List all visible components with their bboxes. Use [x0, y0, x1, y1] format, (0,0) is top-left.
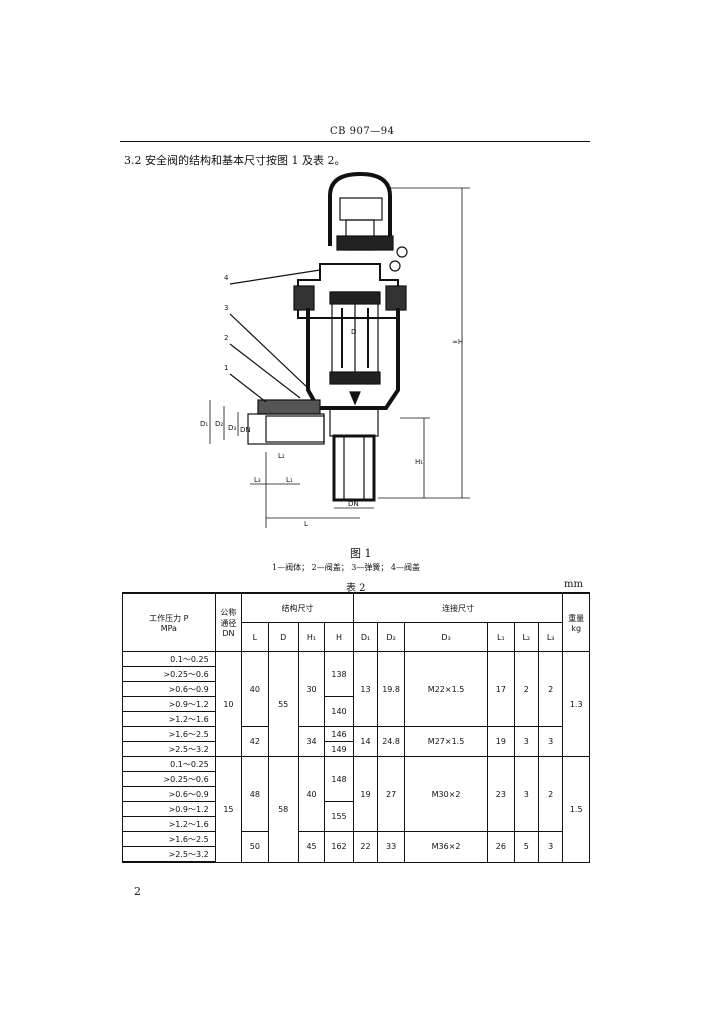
label-D: D — [351, 328, 356, 336]
page-number: 2 — [134, 885, 141, 898]
label-D3: D₃ — [228, 424, 236, 432]
label-L2: L₂ — [278, 452, 285, 460]
table-row: >0.9～1.2 140 — [122, 696, 590, 727]
label-DN-bottom: DN — [348, 500, 359, 508]
label-L3: L₃ — [254, 476, 261, 484]
header-D3: D₃ — [403, 622, 489, 652]
header-L: L — [241, 622, 269, 652]
header-conn: 连接尺寸 — [352, 592, 564, 623]
header-D: D — [267, 622, 299, 652]
header-D2: D₂ — [377, 622, 405, 652]
header-D1: D₁ — [352, 622, 379, 652]
table-row: 0.1～0.25 15 48 58 40 148 19 27 M30×2 23 … — [122, 756, 590, 863]
figure-legend: 1—阀体； 2—阀盖； 3—弹簧； 4—阀盖 — [272, 563, 420, 572]
table-row: 0.1～0.25 10 40 55 30 138 13 19.8 M22×1.5… — [122, 651, 590, 757]
label-H: ≈H — [452, 338, 463, 346]
header-L1: L₁ — [487, 622, 515, 652]
label-L: L — [304, 520, 308, 528]
header-L3: L₃ — [537, 622, 564, 652]
label-H1: H₁ — [415, 458, 423, 466]
table-subheader-row: L D H₁ H D₁ D₂ D₃ L₁ L₂ L₃ — [123, 622, 590, 652]
table-row: >1.6～2.5 42 34 146 14 24.8 M27×1.5 19 3 … — [122, 726, 590, 757]
figure-title: 图 1 — [350, 547, 372, 560]
label-3: 3 — [224, 304, 228, 312]
table-row: >0.9～1.2 155 — [122, 801, 590, 832]
table-row: >2.5～3.2 — [122, 846, 590, 863]
document-code-header: CB 907—94 — [330, 126, 395, 137]
table-title: 表 2 — [346, 583, 366, 594]
header-H1: H₁ — [297, 622, 326, 652]
label-4: 4 — [224, 274, 229, 282]
header-L2: L₂ — [513, 622, 539, 652]
table-row: >1.6～2.5 50 45 162 22 33 M36×2 26 5 3 — [122, 831, 590, 863]
label-L1: L₁ — [286, 476, 293, 484]
label-2: 2 — [224, 334, 228, 342]
header-rule — [120, 141, 590, 142]
label-1: 1 — [224, 364, 228, 372]
label-D1: D₁ — [200, 420, 208, 428]
label-DN-left: DN — [240, 426, 251, 434]
header-struct: 结构尺寸 — [241, 592, 354, 623]
section-intro-text: 3.2 安全阀的结构和基本尺寸按图 1 及表 2。 — [124, 154, 346, 167]
valve-drawing: 4 3 2 1 D D₁ D₂ D₃ DN DN L L₁ L₂ L₃ ≈H H… — [200, 171, 470, 528]
label-D2: D₂ — [215, 420, 223, 428]
header-H: H — [324, 622, 354, 652]
table-unit: mm — [564, 579, 583, 590]
